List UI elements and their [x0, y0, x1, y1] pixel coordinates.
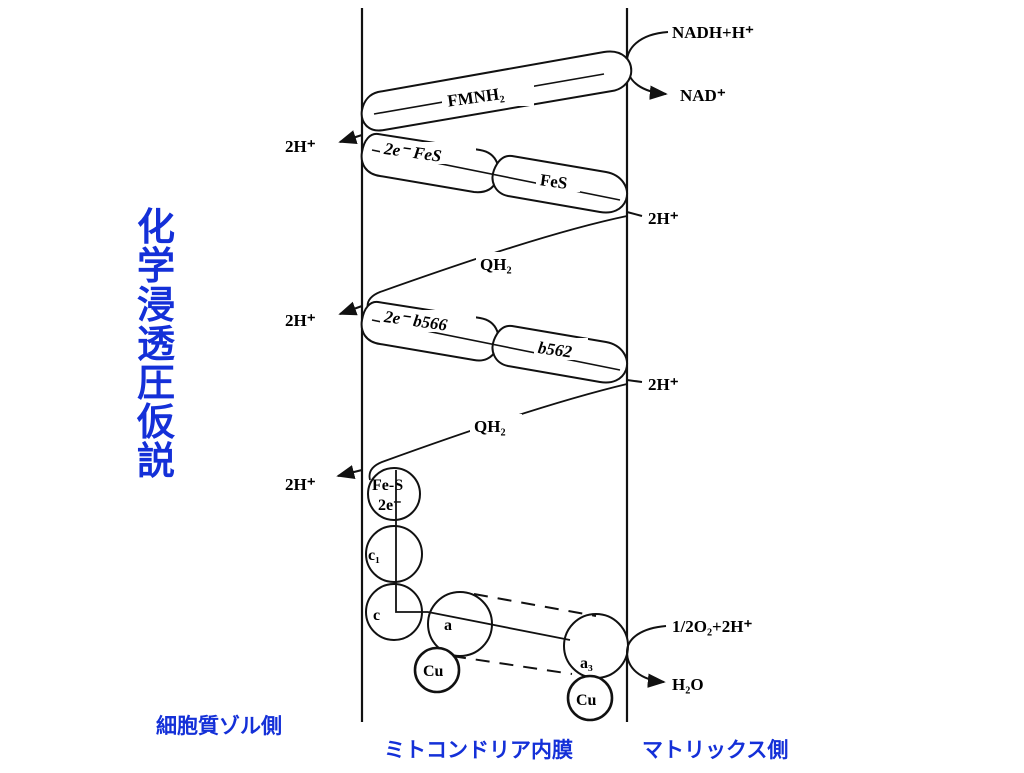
qh2-label-1: QH₂ — [480, 255, 512, 274]
title-char: 浸 — [136, 283, 175, 327]
matrix-proton-line-1 — [626, 211, 643, 217]
electron-path-vertical — [395, 470, 428, 613]
title-char: 説 — [136, 439, 175, 483]
cytosol-proton-arrow-1 — [338, 130, 363, 144]
fes-circle — [367, 467, 421, 521]
cytosol-proton-label-3: 2H⁺ — [285, 475, 316, 494]
a3-circle — [563, 613, 629, 679]
title-char: 圧 — [136, 361, 175, 405]
fes-right-label-mask — [536, 170, 580, 192]
fmnh2-label-mask — [442, 84, 534, 106]
chemiosmotic-title: 化 学 浸 透 圧 仮 説 — [130, 208, 182, 481]
oxygen-label: 1/2O₂+2H⁺ — [672, 617, 752, 636]
title-char: 学 — [136, 244, 175, 288]
b562-label: b562 — [537, 338, 574, 362]
qh2-label-2: QH₂ — [474, 417, 506, 436]
a-to-a3-line — [427, 611, 571, 641]
dashed-connector-top — [473, 593, 597, 617]
matrix-proton-line-2 — [626, 379, 643, 383]
nadh-label: NADH+H⁺ — [672, 23, 754, 42]
matrix-proton-label-2: 2H⁺ — [648, 375, 679, 394]
qh2-line-1 — [366, 215, 628, 311]
qh2-line-2 — [368, 383, 628, 481]
qh2-label-2-mask — [470, 414, 522, 436]
fes-circle-label-1: Fe-S — [372, 477, 403, 494]
cytosol-proton-arrow-3 — [336, 465, 363, 480]
cytosol-proton-label-2: 2H⁺ — [285, 311, 316, 330]
fes-right-label: FeS — [539, 170, 569, 193]
cu-left-circle — [413, 646, 461, 694]
nadh-input-arrow — [625, 31, 669, 100]
cytosol-proton-label-1: 2H⁺ — [285, 137, 316, 156]
title-char: 仮 — [136, 400, 175, 444]
fes-left-label-mask — [380, 142, 476, 164]
membrane-label: ミトコンドリア内膜 — [384, 738, 573, 762]
c1-label: c₁ — [368, 547, 380, 564]
b566-label-mask — [380, 310, 476, 332]
c-label: c — [373, 607, 380, 624]
cytosol-side-label: 細胞質ゾル側 — [156, 714, 282, 738]
c1-circle — [365, 525, 423, 583]
oxygen-to-water-arrow — [625, 625, 667, 688]
a-circle — [427, 591, 493, 657]
qh2-label-1-mask — [476, 252, 528, 274]
a-label: a — [444, 617, 452, 634]
b562-label-mask — [534, 338, 588, 360]
cytosol-proton-arrow-2 — [338, 301, 363, 316]
dashed-connector-bottom — [451, 655, 573, 675]
title-char: 化 — [136, 205, 175, 249]
nad-label: NAD⁺ — [680, 86, 726, 105]
title-char: 透 — [136, 322, 175, 366]
matrix-side-label: マトリックス側 — [642, 738, 789, 762]
matrix-proton-label-1: 2H⁺ — [648, 209, 679, 228]
fes-circle-label-2: 2e⁻ — [378, 497, 402, 514]
water-label: H₂O — [672, 675, 704, 694]
cu-right-label: Cu — [576, 692, 597, 709]
cu-left-label: Cu — [423, 663, 444, 680]
cu-right-circle — [566, 674, 614, 722]
a3-label: a₃ — [580, 655, 593, 672]
